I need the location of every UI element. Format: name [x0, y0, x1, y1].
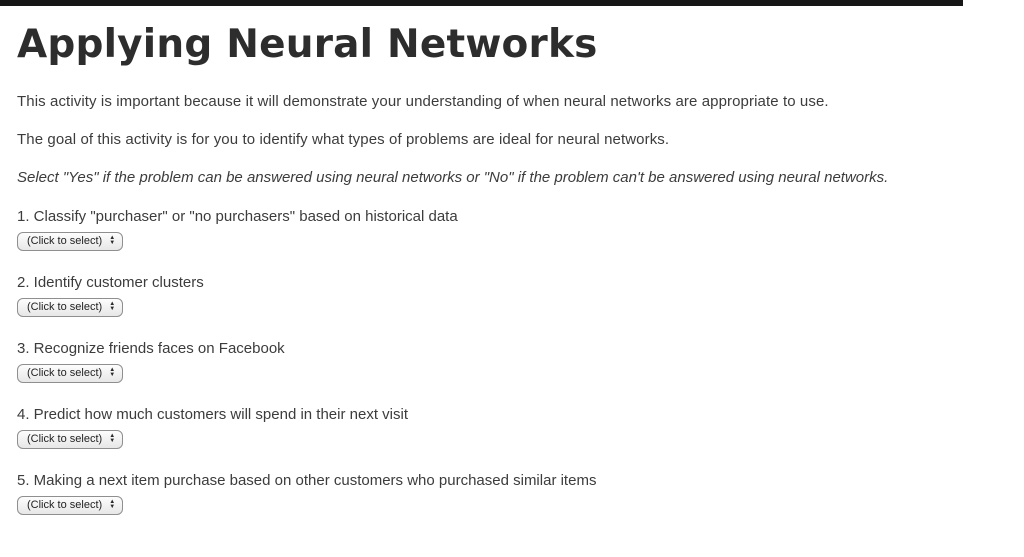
- answer-select-3[interactable]: (Click to select): [17, 364, 124, 383]
- question-label: 5. Making a next item purchase based on …: [17, 472, 597, 489]
- activity-page: Applying Neural Networks This activity i…: [0, 6, 1024, 515]
- select-arrows-icon: [109, 434, 115, 444]
- answer-select-4[interactable]: (Click to select): [17, 430, 124, 449]
- question-label: 1. Classify "purchaser" or "no purchaser…: [17, 208, 458, 225]
- select-arrows-icon: [109, 236, 115, 246]
- question-label: 2. Identify customer clusters: [17, 274, 204, 291]
- select-value: (Click to select): [27, 301, 103, 313]
- select-arrows-icon: [109, 368, 115, 378]
- intro-paragraph-1: This activity is important because it wi…: [17, 93, 829, 110]
- question-label: 4. Predict how much customers will spend…: [17, 406, 408, 423]
- answer-select-1[interactable]: (Click to select): [17, 232, 124, 251]
- instructions-text: Select "Yes" if the problem can be answe…: [17, 169, 889, 186]
- select-value: (Click to select): [27, 235, 103, 247]
- select-value: (Click to select): [27, 433, 103, 445]
- top-bar: [0, 0, 963, 6]
- select-arrows-icon: [109, 500, 115, 510]
- answer-select-5[interactable]: (Click to select): [17, 496, 124, 515]
- question-row-4: 4. Predict how much customers will spend…: [17, 406, 1007, 449]
- select-arrows-icon: [109, 302, 115, 312]
- question-row-2: 2. Identify customer clusters (Click to …: [17, 274, 1007, 317]
- question-row-5: 5. Making a next item purchase based on …: [17, 472, 1007, 515]
- select-value: (Click to select): [27, 499, 103, 511]
- select-value: (Click to select): [27, 367, 103, 379]
- intro-paragraph-2: The goal of this activity is for you to …: [17, 131, 670, 148]
- question-label: 3. Recognize friends faces on Facebook: [17, 340, 285, 357]
- question-row-1: 1. Classify "purchaser" or "no purchaser…: [17, 208, 1007, 251]
- page-title: Applying Neural Networks: [17, 22, 598, 67]
- question-row-3: 3. Recognize friends faces on Facebook (…: [17, 340, 1007, 383]
- answer-select-2[interactable]: (Click to select): [17, 298, 124, 317]
